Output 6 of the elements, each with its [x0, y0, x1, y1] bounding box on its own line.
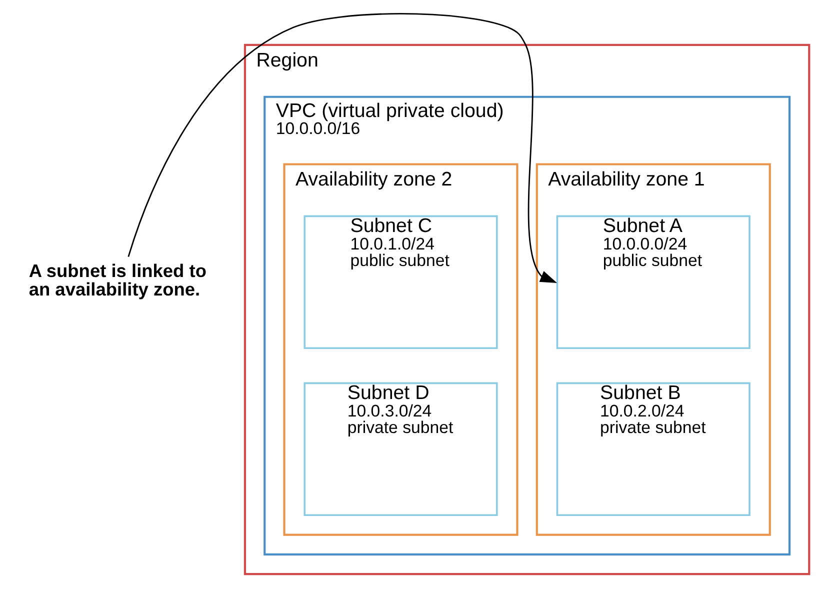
node-box: Subnet D 10.0.3.0/24 private subnet [303, 382, 498, 516]
node-box: Subnet A 10.0.0.0/24 public subnet [556, 215, 750, 350]
node-text: A subnet is linked to an availability zone. [28, 260, 206, 300]
node-box: Subnet C 10.0.1.0/24 public subnet [303, 215, 498, 350]
arrow [127, 13, 557, 283]
node-box: Subnet B 10.0.2.0/24 private subnet [556, 382, 750, 516]
